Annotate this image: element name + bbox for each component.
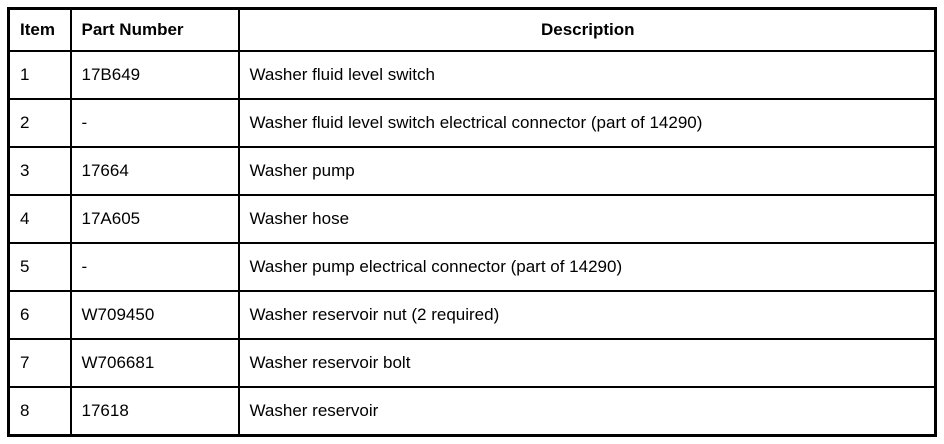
table-row: 5-Washer pump electrical connector (part… [7, 241, 937, 292]
cell-item: 6 [7, 289, 72, 340]
table-row: 2-Washer fluid level switch electrical c… [7, 97, 937, 148]
cell-description: Washer reservoir nut (2 required) [237, 289, 937, 340]
cell-item: 2 [7, 97, 72, 148]
cell-item: 3 [7, 145, 72, 196]
cell-part-number: 17618 [69, 385, 240, 437]
cell-part-number: - [69, 241, 240, 292]
header-row: Item Part Number Description [7, 7, 937, 52]
cell-description: Washer fluid level switch [237, 49, 937, 100]
cell-description: Washer reservoir [237, 385, 937, 437]
cell-item: 1 [7, 49, 72, 100]
cell-part-number: - [69, 97, 240, 148]
cell-part-number: W706681 [69, 337, 240, 388]
cell-item: 5 [7, 241, 72, 292]
column-header-part-number: Part Number [69, 7, 240, 52]
cell-item: 8 [7, 385, 72, 437]
cell-description: Washer pump [237, 145, 937, 196]
cell-part-number: W709450 [69, 289, 240, 340]
cell-description: Washer pump electrical connector (part o… [237, 241, 937, 292]
cell-description: Washer hose [237, 193, 937, 244]
parts-table-header: Item Part Number Description [7, 7, 937, 52]
cell-description: Washer reservoir bolt [237, 337, 937, 388]
cell-item: 4 [7, 193, 72, 244]
cell-description: Washer fluid level switch electrical con… [237, 97, 937, 148]
cell-part-number: 17664 [69, 145, 240, 196]
column-header-description: Description [237, 7, 937, 52]
column-header-item: Item [7, 7, 72, 52]
cell-item: 7 [7, 337, 72, 388]
cell-part-number: 17A605 [69, 193, 240, 244]
cell-part-number: 17B649 [69, 49, 240, 100]
